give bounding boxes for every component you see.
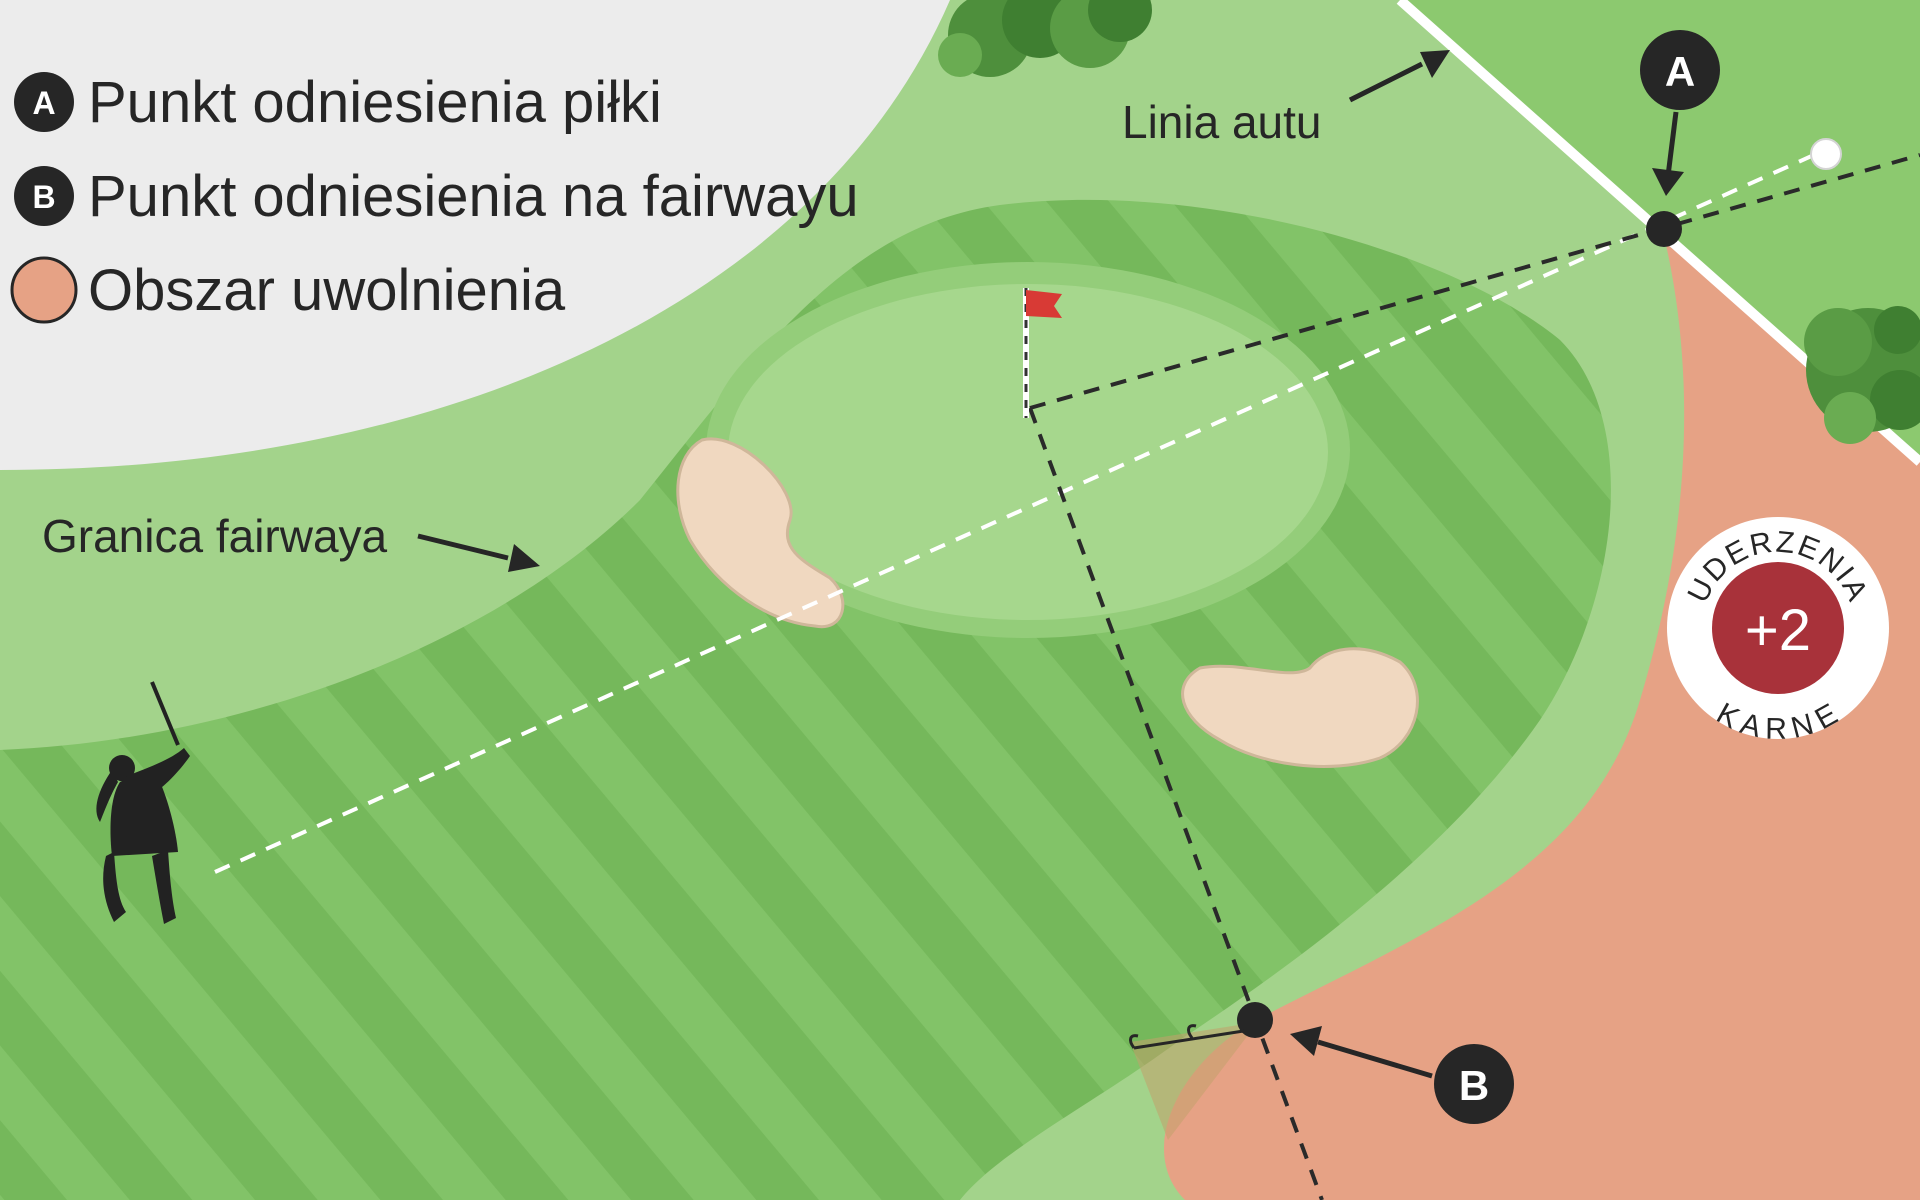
legend-label-a: Punkt odniesienia piłki bbox=[88, 70, 662, 135]
golfer-silhouette bbox=[96, 681, 190, 924]
legend-marker-a: A bbox=[32, 85, 55, 121]
marker-b-letter: B bbox=[1459, 1062, 1489, 1109]
penalty-value: +2 bbox=[1745, 598, 1811, 663]
relief-area bbox=[1164, 228, 1920, 1200]
golf-ball bbox=[1810, 138, 1842, 170]
marker-b-arrow bbox=[1290, 1026, 1433, 1079]
penalty-badge: +2 UDERZENIA KARNE bbox=[1667, 517, 1889, 746]
legend-item-a: A Punkt odniesienia piłki bbox=[14, 70, 662, 135]
legend: A Punkt odniesienia piłki B Punkt odnies… bbox=[10, 70, 859, 324]
dashed-line-player-to-ball bbox=[214, 148, 1826, 874]
club-length-markers bbox=[1129, 1024, 1251, 1050]
out-of-bounds-arrow bbox=[1348, 50, 1450, 103]
relief-wedge-shadow bbox=[1130, 1022, 1258, 1140]
tree-top-cluster bbox=[938, 0, 1152, 77]
tree-right bbox=[1804, 306, 1920, 444]
bunker-left bbox=[676, 437, 845, 629]
fairway-edge-label: Granica fairwaya bbox=[42, 510, 388, 562]
marker-a-letter: A bbox=[1665, 48, 1695, 95]
dashed-line-flag-to-oob bbox=[1029, 153, 1920, 410]
legend-marker-b: B bbox=[32, 179, 55, 215]
marker-b-badge: B bbox=[1434, 1044, 1514, 1124]
legend-item-relief: Obszar uwolnienia bbox=[10, 256, 566, 324]
reference-point-b bbox=[1237, 1002, 1273, 1038]
legend-label-b: Punkt odniesienia na fairwayu bbox=[88, 164, 859, 229]
bunker-right bbox=[1181, 647, 1419, 768]
out-of-bounds-label: Linia autu bbox=[1122, 96, 1322, 148]
fairway-edge-arrow bbox=[417, 533, 540, 572]
marker-a-badge: A bbox=[1640, 30, 1720, 110]
dashed-line-flag-to-fairway bbox=[1028, 407, 1324, 1200]
reference-point-a bbox=[1646, 211, 1682, 247]
marker-a-arrow bbox=[1652, 111, 1684, 196]
legend-item-b: B Punkt odniesienia na fairwayu bbox=[14, 164, 859, 229]
legend-label-relief: Obszar uwolnienia bbox=[88, 258, 566, 323]
flag bbox=[1023, 288, 1062, 418]
legend-relief-swatch bbox=[10, 256, 78, 324]
